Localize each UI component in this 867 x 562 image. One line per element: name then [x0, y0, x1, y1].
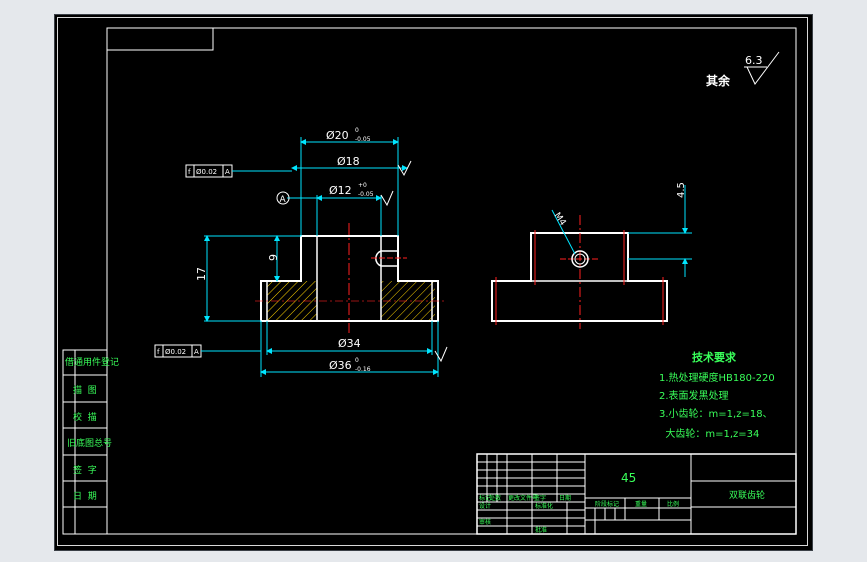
title-block	[476, 453, 797, 535]
gtol-bottom-symbol: f	[157, 348, 160, 356]
dim-d20: Ø20	[326, 129, 349, 142]
tb-row-label-0: 标记	[479, 494, 491, 502]
gtol-top-symbol: f	[188, 168, 191, 176]
side-table-cell-5: 日 期	[73, 491, 97, 502]
dim-d12-tol-lower: -0.05	[358, 191, 374, 198]
datum-a-label: A	[280, 195, 287, 205]
dim-d36-tol-upper: 0	[355, 357, 359, 364]
code-cell	[107, 28, 214, 51]
drawing-sheet-border	[57, 17, 808, 546]
tb-row-label-1: 处数	[489, 494, 501, 502]
dim-d18: Ø18	[337, 155, 360, 168]
drawing-canvas: 其余 6.3	[62, 27, 797, 535]
gtol-top-datum: A	[225, 168, 230, 176]
tb-stage-label-0: 阶段标记	[595, 500, 619, 508]
front-section-view	[255, 223, 445, 333]
side-table-cell-3: 旧底图总号	[67, 437, 112, 449]
dimension-texts: Ø20 0 -0.05 Ø18 Ø12 +0 -0.05 Ø34 Ø36 0 -…	[195, 127, 374, 373]
side-table-cell-2: 校 描	[73, 411, 97, 423]
tech-req-line-3: 3.小齿轮：m=1,z=18、	[659, 407, 773, 420]
cad-viewport[interactable]: 其余 6.3	[54, 14, 813, 551]
title-block-text: 45 双联齿轮 标记 处数 更改文件号 签字 日期 阶段标记 重量 比例 设计 …	[479, 471, 765, 534]
gtol-top-value: Ø0.02	[196, 168, 217, 176]
dim-h45: 4.5	[676, 182, 687, 198]
tech-req-line-1: 1.热处理硬度HB180-220	[659, 371, 775, 384]
dim-h9: 9	[267, 254, 280, 261]
surface-finish-value: 6.3	[745, 54, 763, 67]
gtol-bottom-datum: A	[194, 348, 199, 356]
dim-d12-tol-upper: +0	[358, 182, 367, 189]
dim-d34: Ø34	[338, 337, 361, 350]
dim-d36: Ø36	[329, 359, 352, 372]
tb-row-label-3: 签字	[534, 494, 546, 502]
tech-req-title: 技术要求	[692, 350, 737, 364]
dim-d20-tol-upper: 0	[355, 127, 359, 134]
dim-d12: Ø12	[329, 184, 352, 197]
dim-d36-tol-lower: -0.16	[355, 366, 371, 373]
side-table-cell-0: 借通用件登记	[65, 356, 119, 368]
surface-finish-label: 其余	[706, 73, 731, 88]
side-table: 借通用件登记 描 图 校 描 旧底图总号 签 字 日 期	[62, 349, 119, 535]
surface-finish-symbol: 其余 6.3	[706, 51, 780, 88]
tb-row-label-2: 更改文件号	[508, 494, 538, 502]
tb-stage-label-1: 重量	[635, 500, 647, 508]
tb-person-label-0: 设计	[479, 502, 491, 510]
tech-requirements: 技术要求 1.热处理硬度HB180-220 2.表面发黑处理 3.小齿轮：m=1…	[659, 350, 775, 440]
side-table-cell-4: 签 字	[73, 464, 97, 476]
tech-req-line-2: 2.表面发黑处理	[659, 389, 729, 402]
gtol-bottom-value: Ø0.02	[165, 348, 186, 356]
side-view: M4 4.5	[491, 182, 692, 329]
dim-h17: 17	[195, 267, 208, 281]
material-value: 45	[621, 471, 636, 485]
tb-person-label-1: 审核	[479, 518, 491, 526]
tb-person-label-3: 批准	[535, 526, 547, 534]
datum-a-circle	[276, 191, 290, 205]
tapped-hole-m4	[571, 250, 589, 268]
gtol-frame-bottom: f Ø0.02 A	[154, 344, 261, 358]
gtol-frame-top: f Ø0.02 A	[185, 164, 292, 178]
tech-req-line-4: 大齿轮：m=1,z=34	[659, 427, 759, 440]
tb-row-label-4: 日期	[559, 494, 571, 502]
side-table-cell-1: 描 图	[73, 384, 97, 396]
tb-stage-label-2: 比例	[667, 500, 679, 508]
tb-person-label-2: 标准化	[535, 502, 553, 510]
part-name: 双联齿轮	[729, 489, 765, 501]
front-dimensions	[204, 137, 439, 377]
part-outline-front	[260, 235, 439, 322]
inner-frame	[106, 27, 797, 535]
dim-d20-tol-lower: -0.05	[355, 136, 371, 143]
